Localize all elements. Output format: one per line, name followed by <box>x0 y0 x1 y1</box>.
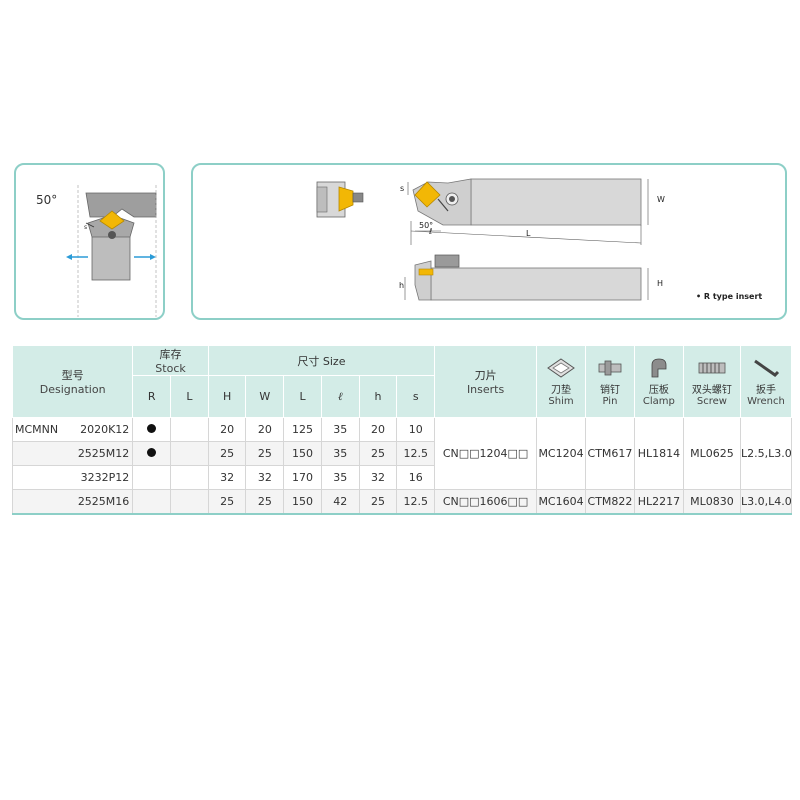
shim-header: 刀垫 Shim <box>536 345 586 418</box>
designation-header: 型号 Designation <box>11 345 134 418</box>
toolholder-drawing <box>316 178 649 301</box>
size-h-cell: 20 <box>358 417 398 442</box>
table-row: MCMNN 2020K12 20 20 125 35 20 10 CN□□120… <box>11 417 793 490</box>
table-row: 3232P12 32 32 170 35 32 16 <box>11 465 792 490</box>
table-row: 2525M12 25 25 150 35 25 12.5 <box>11 441 792 466</box>
r-type-note: • R type insert <box>696 292 763 301</box>
shim-cell: MC1204 <box>536 417 586 490</box>
size-l-cell: 35 <box>320 417 360 442</box>
stock-header: 库存 Stock <box>132 345 209 376</box>
screw-icon <box>698 362 726 373</box>
stock-l-header: L <box>170 375 209 418</box>
size-H-cell: 32 <box>207 465 247 490</box>
designation-cell: 3232P12 <box>11 465 134 490</box>
stock-r-cell <box>132 465 172 490</box>
dim-s-label: s <box>400 184 405 193</box>
size-h-cell: 25 <box>358 441 398 466</box>
clamp-cell: HL2217 <box>633 489 684 515</box>
size-h-cell: 32 <box>358 465 398 490</box>
size-s-cell: 16 <box>396 465 436 490</box>
size-W-cell: 25 <box>245 441 285 466</box>
stock-r-cell <box>132 441 172 466</box>
pin-cell: CTM617 <box>585 417 635 490</box>
stock-l-cell <box>170 417 209 442</box>
size-h-header: h <box>358 375 398 418</box>
dimension-diagram-panel: s 50° ℓ L W h H • R type insert <box>191 163 787 320</box>
size-W-cell: 25 <box>245 489 285 515</box>
shim-cell: MC1604 <box>536 489 586 515</box>
size-H-cell: 20 <box>207 417 247 442</box>
workpiece-diagram: s <box>66 185 157 317</box>
dim-W-label: W <box>657 195 665 204</box>
screw-cell: ML0625 <box>682 417 741 490</box>
size-L-cell: 150 <box>283 441 322 466</box>
dim-l-small-label: ℓ <box>429 227 433 236</box>
insert-cell: CN□□1204□□ <box>434 417 538 490</box>
stock-r-cell <box>132 417 172 442</box>
size-l-header: ℓ <box>320 375 360 418</box>
angle-diagram-panel: 50° s <box>14 163 165 320</box>
inserts-header: 刀片 Inserts <box>434 345 538 418</box>
wrench-cell: L2.5,L3.0 <box>739 417 793 490</box>
size-H-cell: 25 <box>207 441 247 466</box>
in-stock-dot-icon <box>147 448 157 457</box>
spec-table: 型号 Designation 库存 Stock 尺寸 Size 刀片 Inser… <box>11 345 793 515</box>
dim-H-label: H <box>657 279 664 288</box>
size-W-cell: 32 <box>245 465 285 490</box>
designation-cell: 2525M12 <box>11 441 134 466</box>
stock-r-cell <box>132 489 172 515</box>
pin-cell: CTM822 <box>585 489 635 515</box>
stock-l-cell <box>170 441 209 466</box>
dim-50-label: 50° <box>419 221 434 230</box>
wrench-header: 扳手 Wrench <box>739 345 793 418</box>
size-h-cell: 25 <box>358 489 398 515</box>
size-l-cell: 35 <box>320 465 360 490</box>
size-W-cell: 20 <box>245 417 285 442</box>
size-L-cell: 125 <box>283 417 322 442</box>
in-stock-dot-icon <box>147 424 157 433</box>
wrench-icon <box>754 359 780 377</box>
screw-cell: ML0830 <box>682 489 741 515</box>
table-row: 2525M16 25 25 150 42 25 12.5 CN□□1606□□ … <box>11 489 793 515</box>
designation-cell: MCMNN 2020K12 <box>11 417 134 442</box>
clamp-header: 压板 Clamp <box>633 345 684 418</box>
clamp-cell: HL1814 <box>633 417 684 490</box>
size-L-header: L <box>283 375 322 418</box>
size-header: 尺寸 Size <box>207 345 436 376</box>
size-l-cell: 35 <box>320 441 360 466</box>
designation-prefix: MCMNN <box>15 423 59 436</box>
dim-h-label: h <box>399 281 405 290</box>
size-s-header: s <box>396 375 436 418</box>
size-l-cell: 42 <box>320 489 360 515</box>
stock-l-cell <box>170 489 209 515</box>
size-L-cell: 150 <box>283 489 322 515</box>
pin-icon <box>598 360 622 375</box>
dim-L-label: L <box>526 229 531 238</box>
clamp-icon <box>651 358 667 377</box>
size-s-cell: 10 <box>396 417 436 442</box>
shim-icon <box>547 357 575 378</box>
insert-cell: CN□□1606□□ <box>434 489 538 515</box>
wrench-cell: L3.0,L4.0 <box>739 489 793 515</box>
size-H-cell: 25 <box>207 489 247 515</box>
stock-r-header: R <box>132 375 172 418</box>
designation-cell: 2525M16 <box>11 489 134 515</box>
pin-header: 销钉 Pin <box>585 345 635 418</box>
screw-header: 双头螺钉 Screw <box>682 345 741 418</box>
size-H-header: H <box>207 375 247 418</box>
size-s-cell: 12.5 <box>396 441 436 466</box>
stock-l-cell <box>170 465 209 490</box>
size-L-cell: 170 <box>283 465 322 490</box>
size-W-header: W <box>245 375 285 418</box>
size-s-cell: 12.5 <box>396 489 436 515</box>
angle-label: 50° <box>36 193 58 207</box>
svg-text:s: s <box>84 224 87 231</box>
